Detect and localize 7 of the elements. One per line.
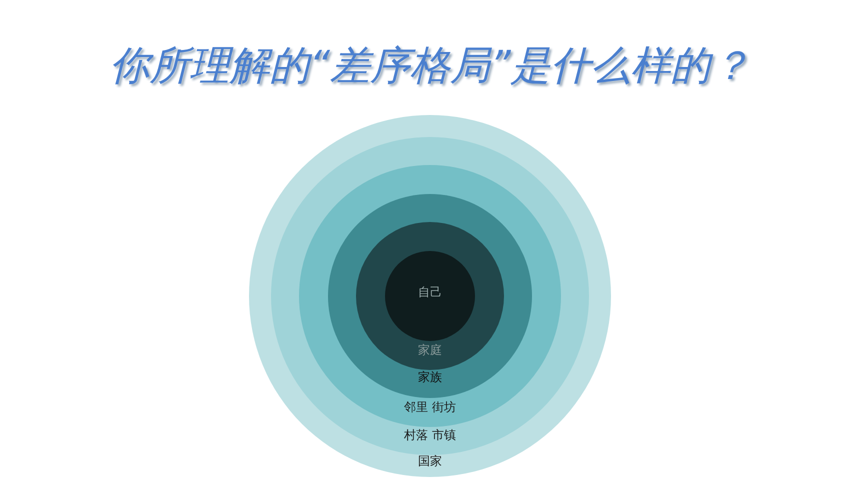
title: 你所理解的“差序格局”是什么样的？ xyxy=(108,42,752,91)
layer-label: 家庭 xyxy=(418,342,442,358)
layer-label: 自己 xyxy=(418,284,442,300)
layer-label: 邻里 街坊 xyxy=(404,399,456,415)
layer-label: 家族 xyxy=(418,369,442,385)
layer-label: 国家 xyxy=(418,453,442,469)
layer-label: 村落 市镇 xyxy=(404,427,456,443)
